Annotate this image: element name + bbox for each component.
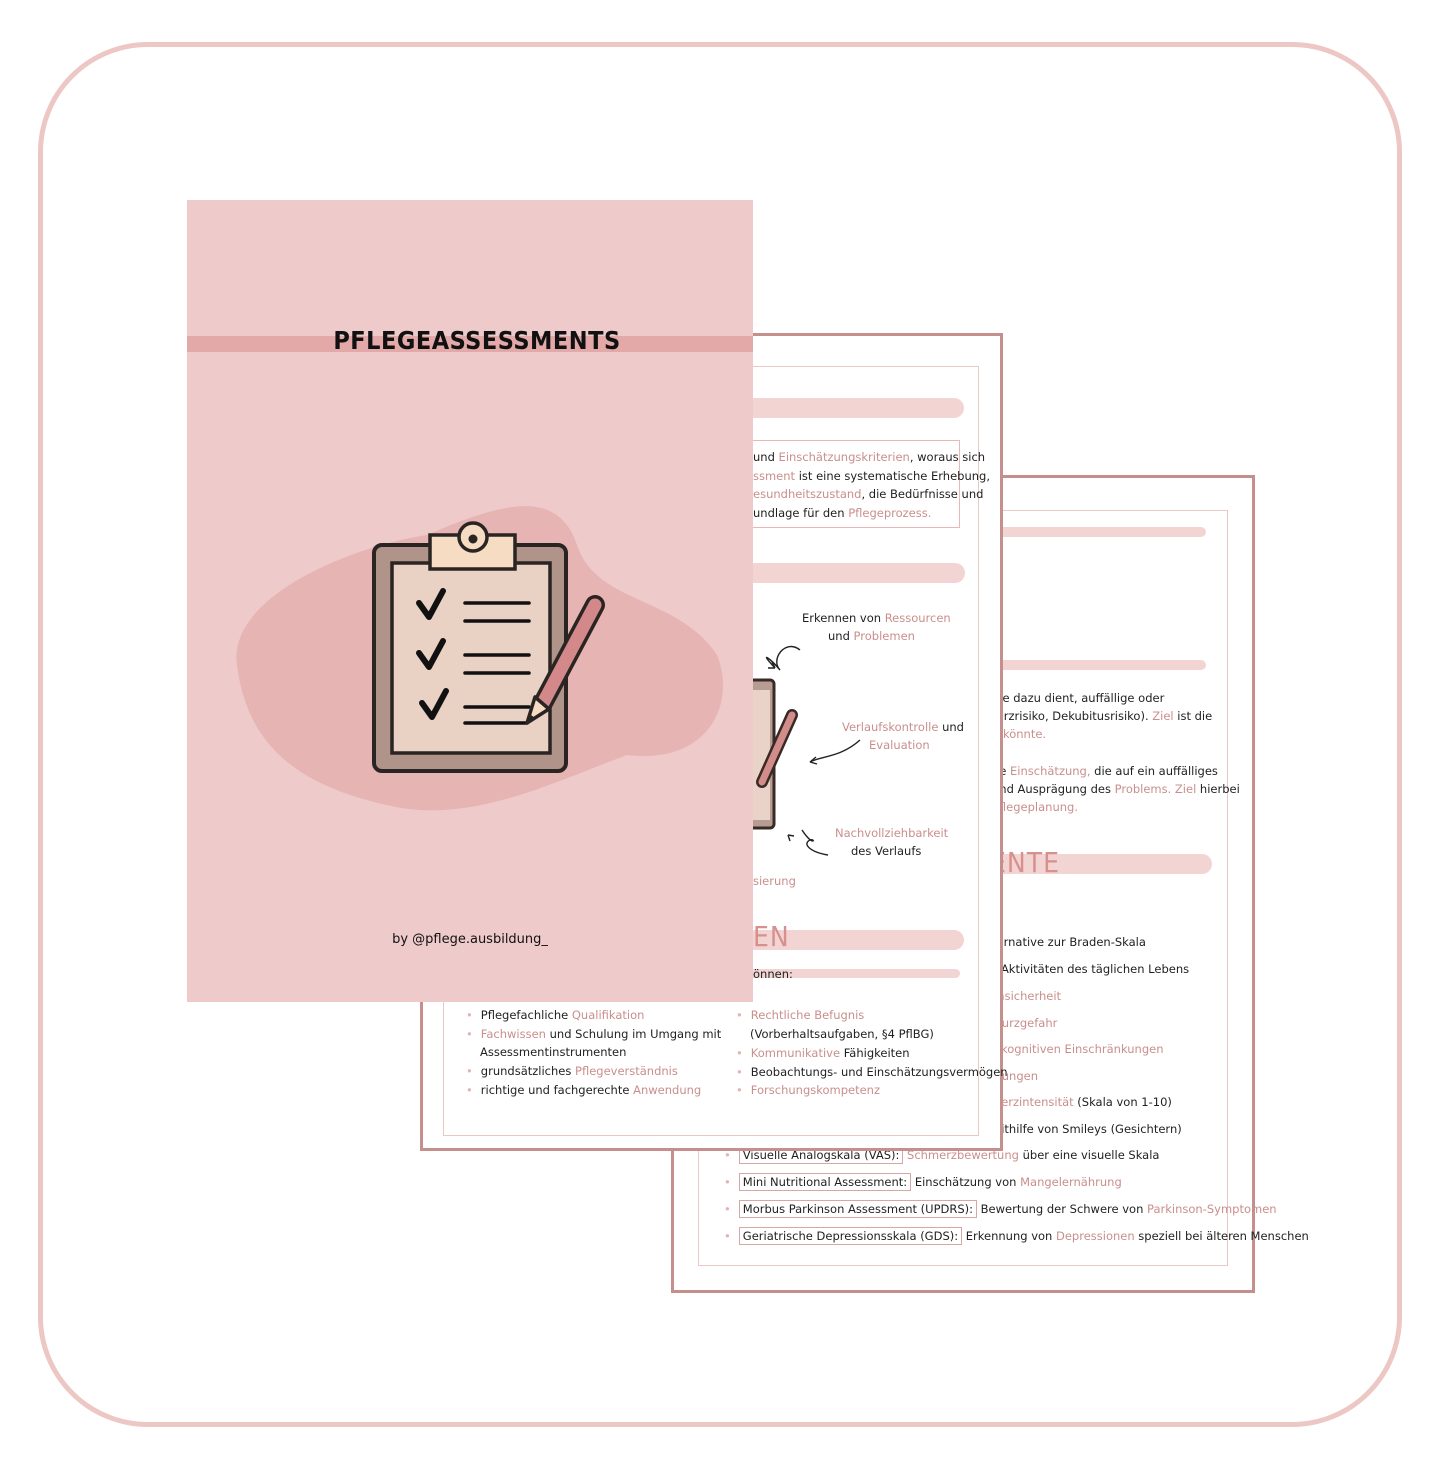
cover-title: PFLEGEASSESSMENTS (333, 326, 621, 355)
list-item: •Pflegefachliche Qualifikation (466, 1008, 645, 1022)
list-item: (Vorberhaltsaufgaben, §4 PflBG) (750, 1027, 934, 1041)
heading-bar (745, 930, 964, 950)
section-heading-fragment: EN (753, 920, 790, 953)
annotation: Verlaufskontrolle und (842, 720, 964, 734)
list-item: •grundsätzliches Pflegeverständnis (466, 1064, 678, 1078)
annotation: Evaluation (869, 738, 930, 752)
section-bar (990, 527, 1206, 537)
screening-line: die dazu dient, auffällige oder (992, 691, 1165, 705)
annotation: Erkennen von Ressourcen (802, 611, 951, 625)
list-item: •Forschungskompetenz (736, 1083, 881, 1097)
definition-line: undlage für den Pflegeprozess. (753, 506, 932, 520)
assessment-line: Pflegeplanung. (992, 800, 1078, 814)
heading-bar (990, 854, 1212, 874)
list-item: Assessmentinstrumenten (480, 1045, 627, 1059)
instrument-fragment: n Aktivitäten des täglichen Lebens (990, 962, 1190, 976)
section-bar (990, 660, 1206, 670)
subheading-bar (745, 969, 960, 978)
annotation: Nachvollziehbarkeit (835, 826, 949, 840)
instrument-item: •Morbus Parkinson Assessment (UPDRS): Be… (724, 1200, 1277, 1218)
definition-line: ssment ist eine systematische Erhebung, (753, 469, 991, 483)
section-bar (745, 563, 965, 583)
list-item: •Fachwissen und Schulung im Umgang mit (466, 1027, 722, 1041)
author-handle: @pflege.ausbildung_ (412, 932, 548, 947)
title-band (187, 336, 753, 352)
annotation: des Verlaufs (851, 844, 922, 858)
list-item: •Rechtliche Befugnis (736, 1008, 865, 1022)
clipboard-illustration (236, 506, 723, 811)
definition-line: und Einschätzungskriterien, woraus sich (753, 450, 986, 464)
instrument-fragment: n kognitiven Einschränkungen (990, 1042, 1164, 1056)
annotation: sierung (753, 874, 796, 888)
definition-line: esundheitszustand, die Bedürfnisse und (753, 487, 984, 501)
cover-byline: by @pflege.ausbildung_ (392, 932, 548, 947)
annotation: und Problemen (828, 629, 915, 643)
instrument-item: •Visuelle Analogskala (VAS): Schmerzbewe… (724, 1146, 1160, 1164)
section-bar (745, 398, 964, 418)
cover-page: PFLEGEASSESSMENTS by @pflege.ausbildung_ (187, 200, 753, 1002)
instrument-fragment: ternative zur Braden-Skala (992, 935, 1146, 949)
subheading-fragment: önnen: (753, 967, 793, 981)
rounded-frame (38, 42, 1402, 1427)
assessment-line: de Einschätzung, die auf ein auffälliges (992, 764, 1218, 778)
instrument-fragment: Sturzgefahr (990, 1016, 1058, 1030)
instrument-item: •Geriatrische Depressionsskala (GDS): Er… (724, 1227, 1309, 1245)
diagram-fragment (740, 645, 861, 856)
instrument-fragment: mithilfe von Smileys (Gesichtern) (990, 1122, 1182, 1136)
instrument-fragment: merzintensität (Skala von 1-10) (990, 1095, 1172, 1109)
screening-line: turzrisiko, Dekubitusrisiko). Ziel ist d… (992, 709, 1213, 723)
list-item: •Beobachtungs- und Einschätzungsvermögen (736, 1065, 1008, 1079)
instrument-item: •Mini Nutritional Assessment: Einschätzu… (724, 1173, 1122, 1191)
list-item: •richtige und fachgerechte Anwendung (466, 1083, 702, 1097)
assessment-line: und Ausprägung des Problems. Ziel hierbe… (992, 782, 1240, 796)
list-item: •Kommunikative Fähigkeiten (736, 1046, 910, 1060)
instrument-fragment: unsicherheit (990, 989, 1062, 1003)
